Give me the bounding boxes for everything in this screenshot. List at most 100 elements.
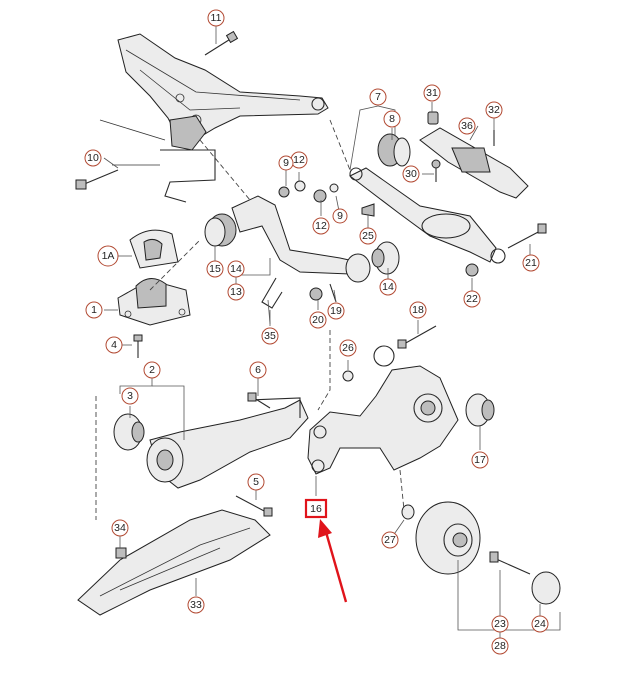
clip-34 [115, 547, 127, 559]
callout-label: 32 [488, 104, 500, 116]
callout-31: 31 [423, 84, 441, 102]
mount-1a [129, 229, 179, 269]
bushing-3 [113, 413, 145, 451]
callout-14a: 14 [227, 260, 245, 278]
callout-25: 25 [359, 227, 377, 245]
mount-1 [117, 278, 191, 326]
red-pointer-arrow [318, 519, 348, 603]
callout-8: 8 [383, 110, 401, 128]
callout-label: 35 [264, 330, 276, 342]
callout-24: 24 [531, 615, 549, 633]
callout-label: 15 [209, 263, 221, 275]
leader-lines [95, 26, 561, 638]
callout-28: 28 [491, 637, 509, 655]
highlight-box [304, 498, 328, 519]
callout-35: 35 [261, 327, 279, 345]
callout-6: 6 [249, 361, 267, 379]
bolt-5 [235, 495, 273, 517]
callout-7: 7 [369, 88, 387, 106]
small-parts-31-32-30 [427, 111, 495, 182]
callout-label: 5 [253, 476, 259, 488]
callout-label: 27 [384, 534, 396, 546]
bolt-10 [75, 169, 119, 190]
callout-19: 19 [327, 302, 345, 320]
callout-label: 6 [255, 364, 261, 376]
callout-label: 9 [337, 210, 343, 222]
spring-plate-36 [419, 127, 529, 199]
callout-26: 26 [339, 339, 357, 357]
callout-label: 14 [382, 281, 394, 293]
callout-15: 15 [206, 260, 224, 278]
callout-11: 11 [207, 9, 225, 27]
callout-22: 22 [463, 290, 481, 308]
bushing-15 [204, 217, 226, 247]
callout-3: 3 [121, 387, 139, 405]
callout-33: 33 [187, 596, 205, 614]
callout-17: 17 [471, 451, 489, 469]
callout-label: 1A [102, 250, 115, 262]
callout-36: 36 [458, 117, 476, 135]
callout-21: 21 [522, 254, 540, 272]
callout-label: 13 [230, 286, 242, 298]
callout-5: 5 [247, 473, 265, 491]
callout-label: 20 [312, 314, 324, 326]
lower-arm-7 [349, 133, 506, 264]
callout-label: 8 [389, 113, 395, 125]
washer-26 [342, 370, 354, 382]
callout-34: 34 [111, 519, 129, 537]
callout-4: 4 [105, 336, 123, 354]
callout-16-highlighted: 16 [304, 498, 328, 519]
bolt-21 [507, 223, 547, 249]
callout-label: 26 [342, 342, 354, 354]
callout-18: 18 [409, 301, 427, 319]
callout-label: 28 [494, 640, 506, 652]
callout-label: 25 [362, 230, 374, 242]
callout-label: 7 [375, 91, 381, 103]
bolt-18 [397, 325, 437, 349]
callout-12a: 12 [290, 151, 308, 169]
callout-label: 11 [211, 12, 222, 24]
callout-12b: 12 [312, 217, 330, 235]
trailing-arm-2 [146, 397, 309, 489]
bushing-17 [465, 393, 495, 427]
callout-23: 23 [491, 615, 509, 633]
callout-9b: 9 [332, 208, 348, 224]
callout-2: 2 [143, 361, 161, 379]
subframe [99, 33, 329, 203]
callout-label: 16 [310, 503, 322, 515]
callout-label: 33 [190, 599, 202, 611]
callout-label: 9 [283, 157, 289, 169]
callout-label: 31 [426, 87, 438, 99]
callout-label: 12 [315, 220, 327, 232]
small-parts-12-9-19-20 [278, 180, 339, 303]
callout-27: 27 [381, 531, 399, 549]
callout-label: 22 [466, 293, 478, 305]
callout-label: 4 [111, 339, 117, 351]
bolt-6 [247, 392, 271, 409]
callout-label: 10 [87, 152, 99, 164]
callout-label: 36 [461, 120, 473, 132]
callout-label: 21 [525, 257, 537, 269]
callout-label: 19 [330, 305, 342, 317]
callout-label: 23 [494, 618, 506, 630]
callout-9a: 9 [278, 155, 294, 171]
callout-label: 1 [91, 304, 97, 316]
nut-25 [361, 203, 375, 217]
bolt-23 [489, 551, 531, 575]
shield-33 [77, 509, 271, 616]
nut-22 [465, 263, 479, 277]
cap-24 [531, 571, 561, 605]
bolt-4 [133, 334, 143, 358]
callout-14b: 14 [379, 278, 397, 296]
callout-label: 18 [412, 304, 424, 316]
callout-label: 34 [114, 522, 126, 534]
callout-label: 2 [149, 364, 155, 376]
callout-32: 32 [485, 101, 503, 119]
callout-label: 3 [127, 390, 133, 402]
callout-label: 17 [474, 454, 486, 466]
callout-10: 10 [84, 149, 102, 167]
callout-1: 1 [85, 301, 103, 319]
callout-label: 30 [405, 168, 417, 180]
